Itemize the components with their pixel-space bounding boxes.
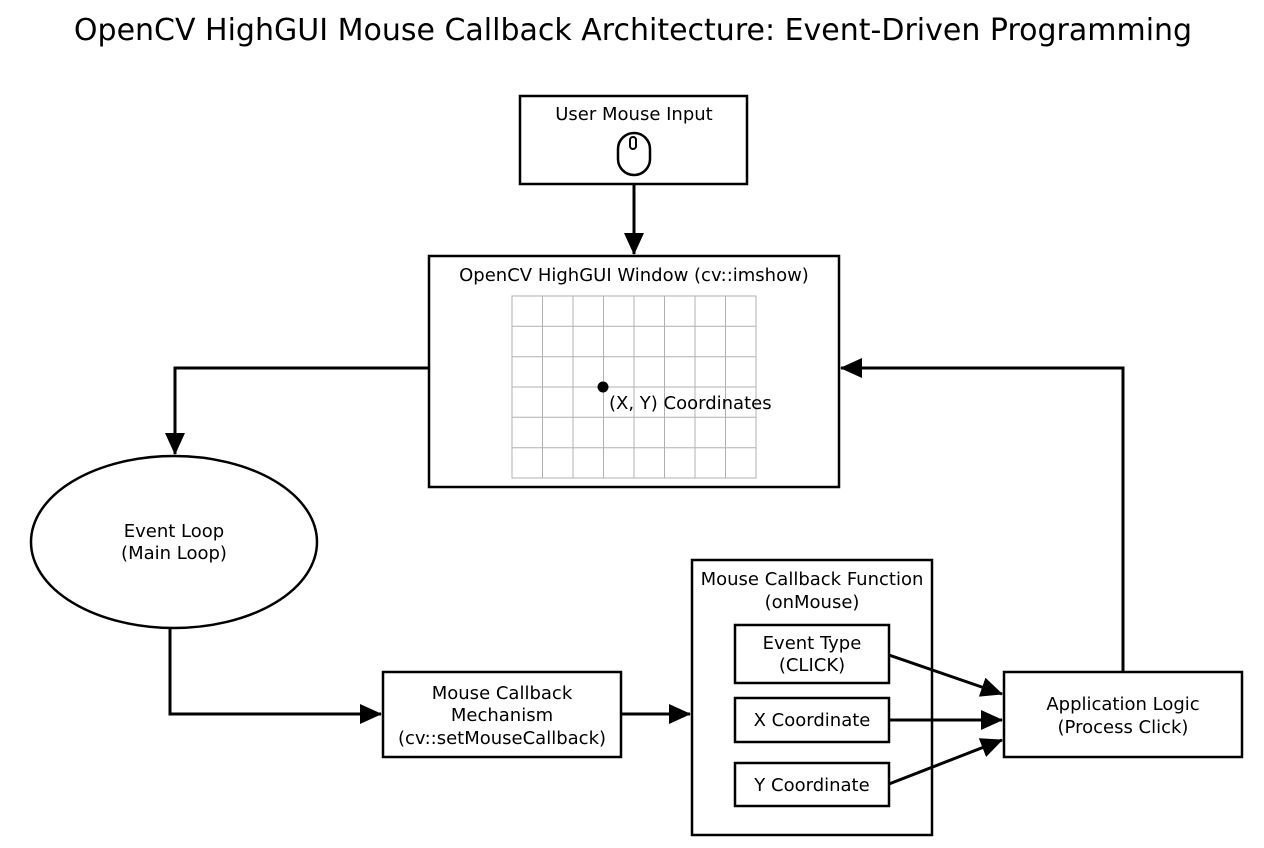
param-event-type-label: Event Type (763, 633, 862, 654)
callback-function-label: Mouse Callback Function (701, 569, 924, 590)
callback-mechanism-label-2: Mechanism (451, 705, 553, 726)
arrow-y-coordinate-to-app-logic (888, 738, 1003, 786)
coordinates-label: (X, Y) Coordinates (609, 393, 772, 414)
user-mouse-input-label: User Mouse Input (555, 104, 712, 125)
arrow-event-loop-to-mechanism (168, 628, 382, 724)
user-mouse-input-node: User Mouse Input (518, 94, 749, 186)
click-point-marker (597, 381, 609, 393)
param-event-type-value: (CLICK) (779, 655, 845, 676)
application-logic-node: Application Logic (Process Click) (1002, 670, 1244, 759)
application-logic-label: Application Logic (1046, 694, 1199, 715)
param-event-type: Event Type (CLICK) (733, 623, 891, 685)
param-y-coordinate-label: Y Coordinate (753, 775, 869, 796)
callback-mechanism-api: (cv::setMouseCallback) (398, 728, 606, 749)
event-loop-label: Event Loop (124, 521, 224, 542)
param-x-coordinate: X Coordinate (733, 696, 891, 744)
event-loop-sublabel: (Main Loop) (121, 543, 227, 564)
image-grid (511, 295, 757, 479)
highgui-window-label: OpenCV HighGUI Window (cv::imshow) (459, 265, 809, 286)
application-logic-sublabel: (Process Click) (1058, 717, 1189, 738)
computer-mouse-icon (616, 131, 652, 177)
param-y-coordinate: Y Coordinate (733, 761, 891, 808)
arrow-event-type-to-app-logic (888, 653, 1003, 697)
event-loop-node: Event Loop (Main Loop) (29, 454, 319, 630)
callback-mechanism-node: Mouse Callback Mechanism (cv::setMouseCa… (381, 670, 623, 759)
param-x-coordinate-label: X Coordinate (754, 710, 871, 731)
callback-function-node: Mouse Callback Function (onMouse) Event … (690, 558, 934, 837)
highgui-window-node: OpenCV HighGUI Window (cv::imshow) (X, Y… (427, 254, 841, 489)
page-title: OpenCV HighGUI Mouse Callback Architectu… (74, 13, 1192, 48)
arrow-app-logic-to-window (840, 358, 1125, 672)
callback-function-name: (onMouse) (765, 592, 860, 613)
arrow-window-to-event-loop (165, 366, 429, 455)
callback-mechanism-label: Mouse Callback (432, 683, 573, 704)
